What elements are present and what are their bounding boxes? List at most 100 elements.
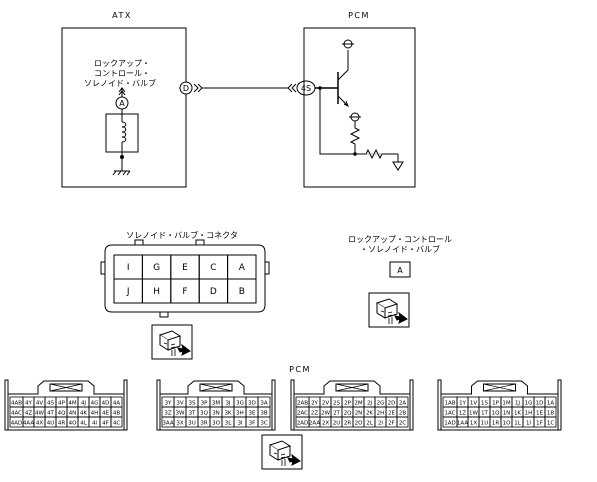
pcm-pin-label: 4F: [102, 421, 109, 427]
pcm-pin-cell: 1R: [489, 416, 502, 428]
pcm-pin-label: 2L: [366, 421, 373, 427]
pcm-pin-label: 3Z: [164, 411, 171, 417]
pcm-pin-label: 4Q: [58, 411, 66, 417]
pcm-pin-cell: 4Q: [55, 406, 68, 418]
pcm-pin-cell: 2J: [363, 396, 376, 408]
resistor-horizontal-icon: [365, 148, 383, 160]
pin-label: E: [182, 263, 188, 273]
pcm-pin-label: 3I: [237, 421, 242, 427]
pcm-pin-cell: 3O: [209, 416, 223, 428]
pcm-pin-cell: 3Z: [161, 406, 175, 418]
pcm-pin-label: 4I: [92, 421, 97, 427]
pcm-pin-label: 1T: [481, 411, 488, 417]
pcm-box: [303, 27, 416, 188]
pcm-pin-label: 4Y: [25, 401, 32, 407]
pcm-pin-cell: 2D: [385, 396, 398, 408]
pcm-pin-label: 2B: [399, 411, 406, 417]
pcm-pin-cell: 4T: [44, 406, 57, 418]
pin-label: G: [153, 263, 160, 273]
pcm-pin-label: 2Y: [311, 401, 318, 407]
pcm-pin-label: 2E: [388, 411, 395, 417]
pcm-pin-label: 2R: [344, 421, 351, 427]
pcm-pin-cell: 3C: [257, 416, 271, 428]
pcm-pin-cell: 1AC: [442, 406, 458, 418]
pcm-pin-cell: 4P: [55, 396, 68, 408]
pcm-pin-cell: 2H: [374, 406, 387, 418]
pcm-pin-label: 4A: [113, 401, 120, 407]
pcm-pin-label: 4K: [80, 411, 87, 417]
pcm-pin-cell: 3Q: [197, 406, 211, 418]
pcm-pin-cell: 2P: [341, 396, 354, 408]
pcm-pin-label: 1F: [536, 421, 543, 427]
pcm-pin-label: 2P: [344, 401, 351, 407]
pcm-pin-label: 4U: [47, 421, 55, 427]
pcm-pin-label: 1H: [525, 411, 533, 417]
pcm-pin-cell: 1L: [511, 416, 524, 428]
pcm-pin-cell: 2X: [319, 416, 332, 428]
pin-label: I: [127, 263, 130, 273]
pcm-pin-cell: 1B: [544, 406, 557, 418]
lockup-terminal-label: A: [397, 266, 403, 275]
pcm-pin-cell: 4U: [44, 416, 57, 428]
pcm-pin-label: 2X: [322, 421, 329, 427]
resistor-vertical-icon: [349, 121, 361, 154]
pcm-pin-label: 3J: [225, 401, 230, 407]
pcm-pin-label: 2V: [322, 401, 329, 407]
pcm-pin-cell: 2U: [330, 416, 343, 428]
pcm-pin-label: 3U: [188, 421, 196, 427]
pcm-pin-label: 4L: [80, 421, 87, 427]
pcm-section: PCM: [303, 11, 416, 188]
pcm-pin-label: 1AC: [444, 411, 455, 417]
pcm-pin-label: 4D: [102, 401, 110, 407]
pcm-pin-label: 4AC: [11, 411, 22, 417]
pcm-pin-cell: 1E: [533, 406, 546, 418]
chassis-ground-icon: [392, 154, 404, 171]
pcm-pin-cell: 2G: [374, 396, 387, 408]
pcm-pin-cell: 1Q: [489, 406, 502, 418]
pcm-pin-label: 1Y: [459, 401, 466, 407]
pcm-pin-cell: 4E: [99, 406, 112, 418]
pcm-pin-cell: 1I: [522, 416, 535, 428]
pin-label: B: [239, 287, 245, 297]
pcm-pin-cell: 1Y: [456, 396, 469, 408]
pcm-pin-cell: 1M: [500, 396, 513, 408]
pcm-pin-label: 1AA: [457, 421, 468, 427]
terminal-4s-label: 4S: [301, 84, 311, 93]
pcm-pin-cell: 2E: [385, 406, 398, 418]
pcm-pin-cell: 1J: [511, 396, 524, 408]
lockup-terminal-box: [389, 261, 411, 278]
connector-view-icon: [151, 324, 193, 360]
pcm-pin-label: 4B: [113, 411, 120, 417]
pcm-pin-cell: 2B: [396, 406, 409, 418]
pcm-pin-label: 2A: [399, 401, 406, 407]
pcm-pin-label: 1Q: [492, 411, 500, 417]
pcm-pin-label: 2I: [378, 421, 383, 427]
pcm-pin-cell: 4Y: [22, 396, 35, 408]
pcm-pin-cell: 4S: [44, 396, 57, 408]
pcm-pin-label: 1G: [525, 401, 533, 407]
pcm-pin-label: 3Y: [165, 401, 172, 407]
pin-cell: G: [141, 254, 172, 280]
terminal-4s-arrow-icon: [287, 83, 297, 93]
pcm-pin-cell: 1F: [533, 416, 546, 428]
pcm-pin-cell: 3E: [245, 406, 259, 418]
pcm-pin-cell: 4N: [66, 406, 79, 418]
pcm-pin-label: 4W: [35, 411, 44, 417]
pcm-pin-cell: 4V: [33, 396, 46, 408]
solenoid-label-line3: ソレノイド・バルブ: [84, 78, 156, 88]
pcm-pin-cell: 2M: [352, 396, 365, 408]
pcm-pin-label: 1B: [547, 411, 554, 417]
pcm-pin-cell: 3R: [197, 416, 211, 428]
pcm-pin-cell: 2A: [396, 396, 409, 408]
solenoid-connector-housing: [104, 244, 266, 313]
pin-label: C: [210, 263, 216, 273]
pcm-pin-label: 4N: [69, 411, 77, 417]
terminal-a-label: A: [119, 99, 125, 108]
pcm-pin-label: 2O: [355, 421, 363, 427]
pin-label: D: [210, 287, 217, 297]
pcm-pin-label: 3W: [176, 411, 185, 417]
view-direction-icons: [151, 292, 410, 470]
